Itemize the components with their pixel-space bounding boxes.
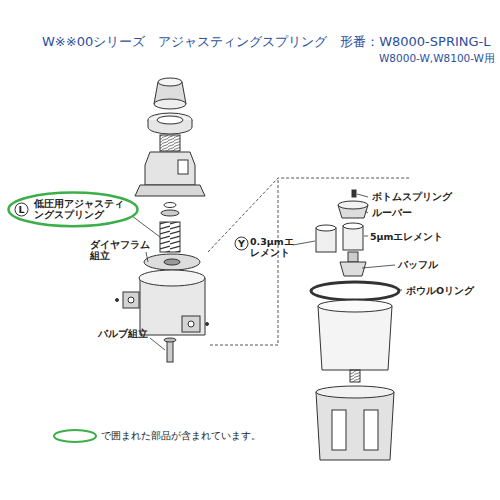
callout-ellipse: 低圧用アジャスティングスプリング L <box>6 190 140 229</box>
part-label: ボウルOリング <box>406 285 474 296</box>
callout-letter-circle: L <box>14 202 29 217</box>
part-label: ダイヤフラム組立 <box>90 239 152 262</box>
part-label: ルーバー <box>372 207 412 218</box>
part-label: ボトムスプリング <box>372 191 452 202</box>
part-label: バッフル <box>398 259 438 270</box>
part-label: 5μmエレメント <box>370 231 444 242</box>
title: W※※00シリーズ アジャスティングスプリング 形番：W8000-SPRING-… <box>42 34 498 50</box>
callout-letter: L <box>14 202 29 217</box>
legend-text: で囲まれた部品が含まれています。 <box>101 430 261 442</box>
callout-text: 低圧用アジャスティングスプリング <box>34 198 130 221</box>
subtitle: W8000-W,W8100-W用 <box>345 52 495 65</box>
callout-letter: Y <box>234 236 249 251</box>
part-label: 0.3μmエレメント <box>250 236 302 259</box>
callout-letter-circle: Y <box>234 236 249 251</box>
part-label: バルブ組立 <box>98 328 148 339</box>
legend-sample <box>52 428 98 444</box>
